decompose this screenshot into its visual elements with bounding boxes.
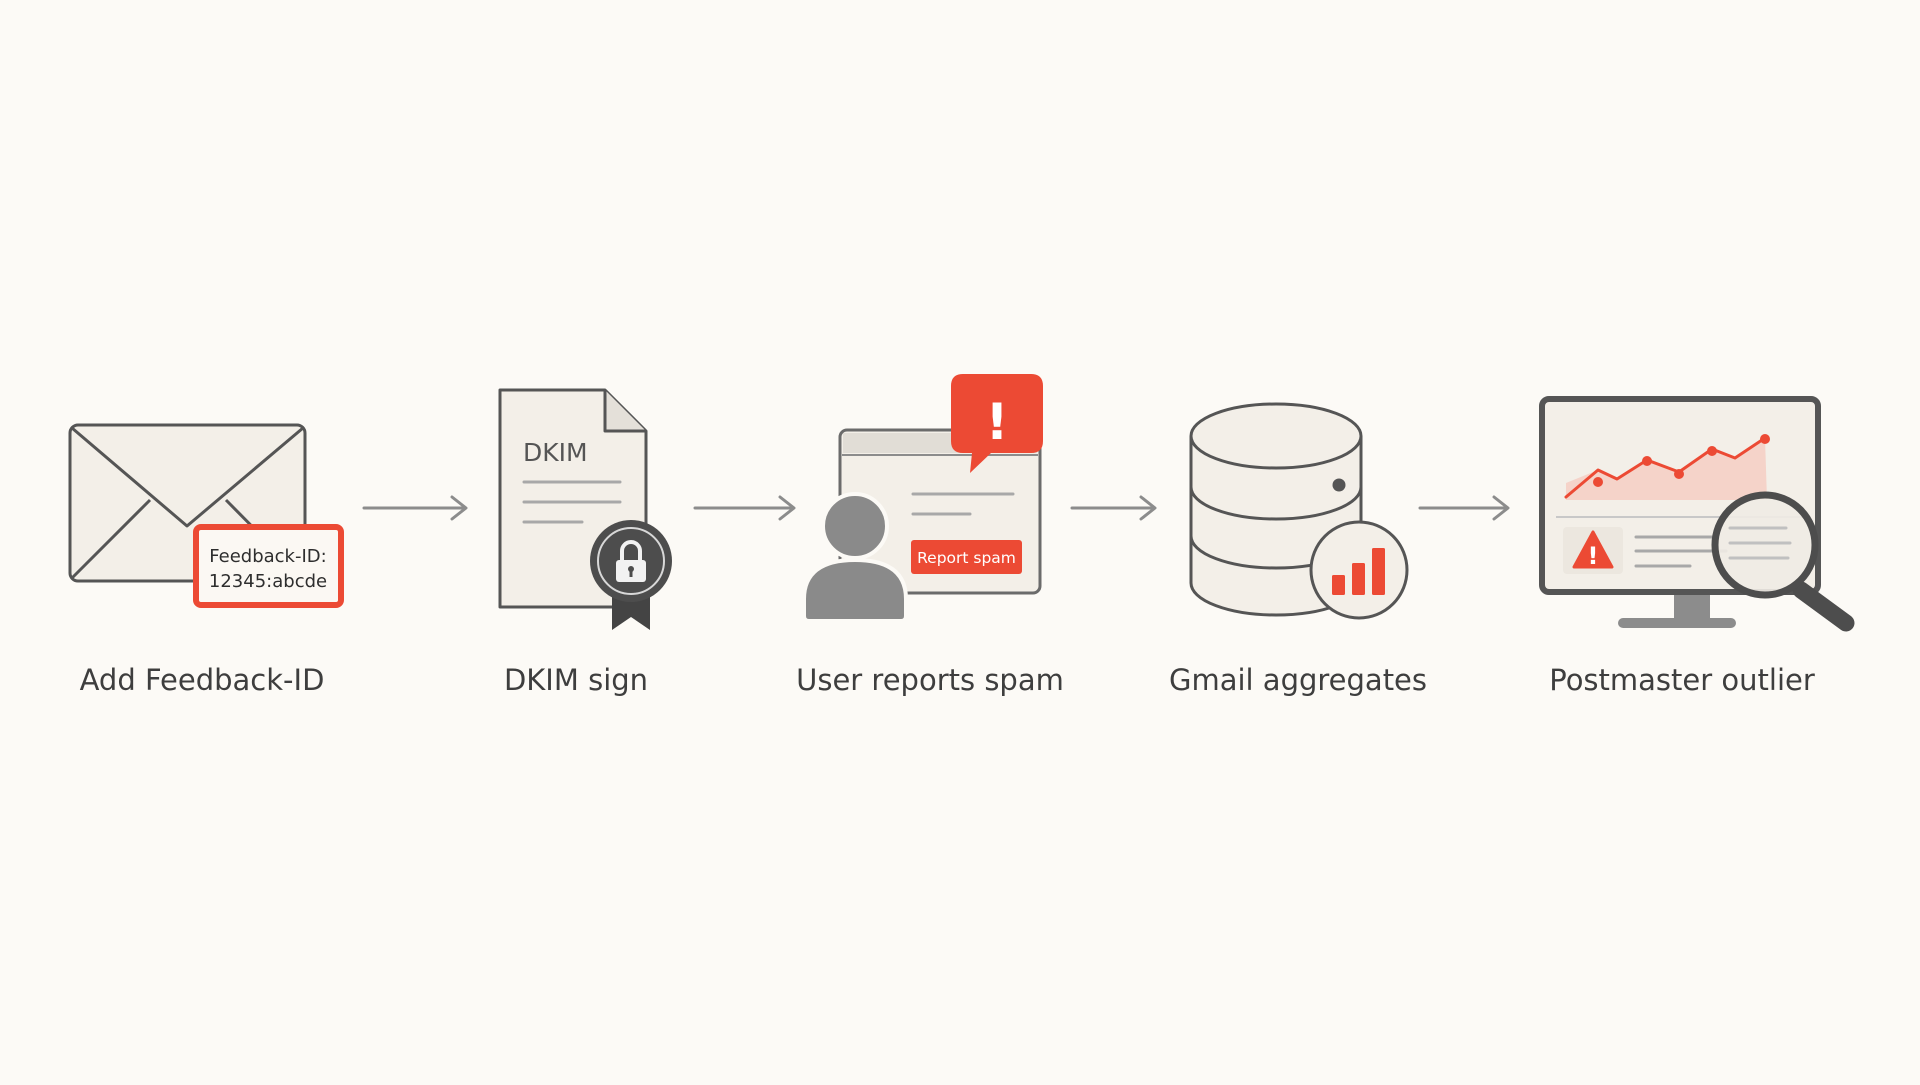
monitor-magnifier-icon: ! <box>1539 396 1855 632</box>
database-icon <box>1189 402 1363 617</box>
feedback-id-line2: 12345:abcde <box>209 571 327 592</box>
bar-chart-badge-icon <box>1309 520 1409 620</box>
arrow-right-icon <box>693 495 796 521</box>
report-spam-button: Report spam <box>911 540 1022 574</box>
document-lock-badge-icon: DKIM <box>498 388 672 630</box>
step-label-gmail-aggregates: Gmail aggregates <box>1168 663 1428 697</box>
step-label-user-reports-spam: User reports spam <box>796 663 1064 697</box>
user-report-spam-icon: Report spam ! <box>802 374 1043 623</box>
database-chart-icon <box>1189 402 1409 620</box>
arrow-right-icon <box>1070 495 1157 521</box>
user-avatar-icon <box>802 492 908 623</box>
step-label-add-feedback-id: Add Feedback-ID <box>79 663 325 697</box>
alert-glyph: ! <box>986 393 1009 451</box>
arrow-right-icon <box>1418 495 1510 521</box>
warning-glyph: ! <box>1588 542 1599 570</box>
feedback-id-line1: Feedback-ID: <box>209 546 326 567</box>
step-label-dkim-sign: DKIM sign <box>503 663 649 697</box>
lock-icon <box>616 540 646 582</box>
report-spam-button-label: Report spam <box>917 549 1016 567</box>
arrow-right-icon <box>362 495 468 521</box>
dkim-doc-title: DKIM <box>523 438 588 467</box>
magnifier-icon <box>1711 491 1855 632</box>
warning-triangle-icon: ! <box>1572 530 1614 570</box>
feedback-id-tag: Feedback-ID: 12345:abcde <box>193 524 344 608</box>
step-label-postmaster-outlier: Postmaster outlier <box>1549 663 1815 697</box>
alert-bubble-icon: ! <box>951 374 1043 473</box>
